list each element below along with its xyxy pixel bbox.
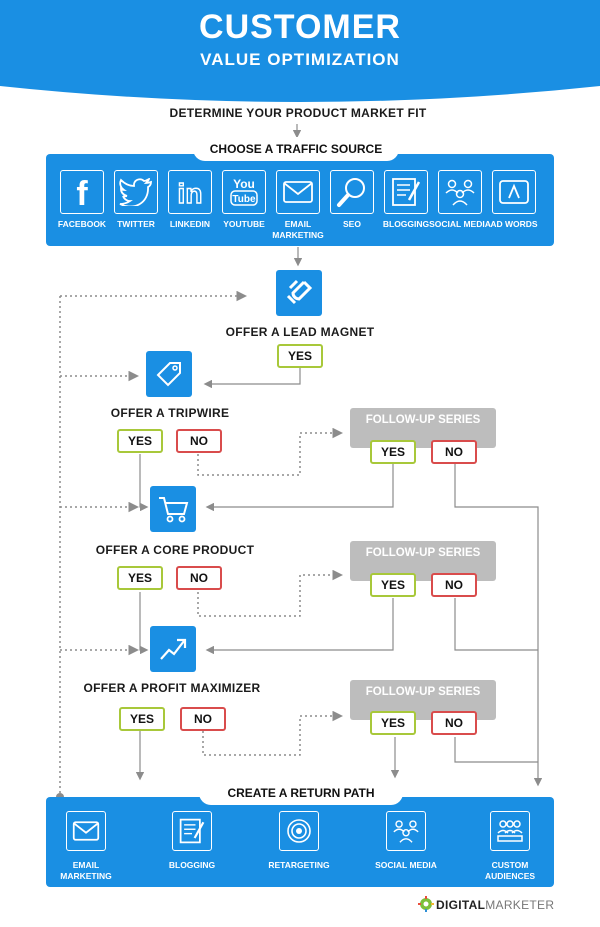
- follow-up-3-yes[interactable]: YES: [370, 711, 416, 735]
- follow-up-title-3: FOLLOW-UP SERIES: [365, 686, 481, 698]
- core-product-label: OFFER A CORE PRODUCT: [95, 543, 255, 557]
- return-path-title: CREATE A RETURN PATH: [199, 781, 403, 805]
- svg-text:Tube: Tube: [232, 194, 256, 205]
- youtube-icon: You Tube: [222, 170, 266, 214]
- follow-up-1-no[interactable]: NO: [431, 440, 477, 464]
- brand-part-1: DIGITAL: [436, 898, 486, 912]
- source-label-twitter: TWITTER: [117, 219, 155, 229]
- lead-magnet-yes[interactable]: YES: [277, 344, 323, 368]
- target-icon: [279, 811, 319, 851]
- profit-maximizer-label: OFFER A PROFIT MAXIMIZER: [83, 681, 261, 695]
- blog-icon: [384, 170, 428, 214]
- traffic-source-panel: [46, 154, 554, 246]
- follow-up-title-2: FOLLOW-UP SERIES: [365, 547, 481, 559]
- profit-maximizer-no[interactable]: NO: [180, 707, 226, 731]
- follow-up-3-no[interactable]: NO: [431, 711, 477, 735]
- follow-up-1-yes[interactable]: YES: [370, 440, 416, 464]
- return-label-email: EMAIL MARKETING: [60, 860, 112, 881]
- email-icon: [66, 811, 106, 851]
- svg-text:f: f: [76, 175, 88, 209]
- profit-maximizer-yes[interactable]: YES: [119, 707, 165, 731]
- magnet-icon: [276, 270, 322, 316]
- follow-up-2-yes[interactable]: YES: [370, 573, 416, 597]
- brand-part-2: MARKETER: [485, 898, 555, 912]
- shopping-cart-icon: [150, 486, 196, 532]
- email-icon: [276, 170, 320, 214]
- return-label-custom-audiences: CUSTOM AUDIENCES: [484, 860, 536, 881]
- source-label-youtube: YOUTUBE: [223, 219, 265, 229]
- twitter-icon: [114, 170, 158, 214]
- blog-icon: [172, 811, 212, 851]
- social-people-icon: [386, 811, 426, 851]
- svg-text:in: in: [178, 178, 203, 206]
- source-label-facebook: FACEBOOK: [57, 219, 107, 229]
- return-label-social: SOCIAL MEDIA: [375, 860, 437, 870]
- return-label-retargeting: RETARGETING: [268, 860, 330, 870]
- source-label-blogging: BLOGGING: [382, 219, 430, 229]
- facebook-icon: f: [60, 170, 104, 214]
- follow-up-title-1: FOLLOW-UP SERIES: [365, 414, 481, 426]
- return-label-blogging: BLOGGING: [168, 860, 216, 870]
- core-product-yes[interactable]: YES: [117, 566, 163, 590]
- follow-up-series-1: FOLLOW-UP SERIES: [350, 408, 496, 448]
- follow-up-2-no[interactable]: NO: [431, 573, 477, 597]
- lead-magnet-label: OFFER A LEAD MAGNET: [225, 325, 375, 339]
- brand-logo: DIGITALMARKETER: [436, 898, 554, 912]
- svg-text:You: You: [233, 177, 255, 191]
- determine-label: DETERMINE YOUR PRODUCT MARKET FIT: [169, 106, 427, 120]
- tripwire-label: OFFER A TRIPWIRE: [110, 406, 230, 420]
- tripwire-no[interactable]: NO: [176, 429, 222, 453]
- social-people-icon: [438, 170, 482, 214]
- source-label-linkedin: LINKEDIN: [169, 219, 211, 229]
- source-label-social: SOCIAL MEDIA: [429, 219, 491, 229]
- page-subtitle: VALUE OPTIMIZATION: [200, 50, 400, 69]
- header-banner: [0, 0, 600, 102]
- traffic-source-title: CHOOSE A TRAFFIC SOURCE: [193, 137, 399, 161]
- growth-chart-icon: [150, 626, 196, 672]
- linkedin-icon: in: [168, 170, 212, 214]
- tripwire-yes[interactable]: YES: [117, 429, 163, 453]
- adwords-icon: [492, 170, 536, 214]
- source-label-seo: SEO: [343, 219, 361, 229]
- source-label-email: EMAIL MARKETING: [272, 219, 324, 240]
- audience-icon: [490, 811, 530, 851]
- price-tag-icon: [146, 351, 192, 397]
- magnifier-icon: [330, 170, 374, 214]
- core-product-no[interactable]: NO: [176, 566, 222, 590]
- page-title: CUSTOMER: [199, 8, 401, 46]
- gear-logo-icon: [418, 896, 434, 912]
- source-label-adwords: AD WORDS: [490, 219, 538, 229]
